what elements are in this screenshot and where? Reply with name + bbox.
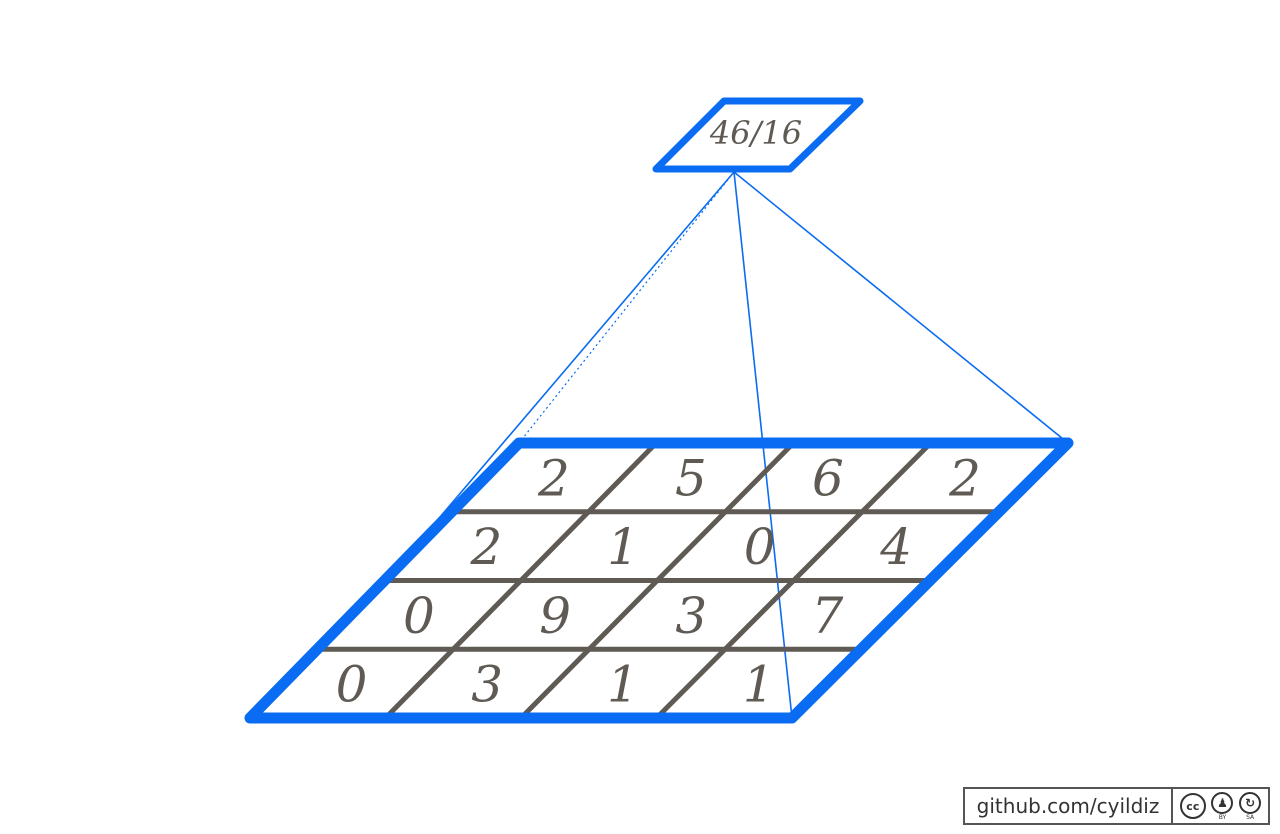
grid-cell-value: 0	[336, 656, 368, 714]
credit-url[interactable]: github.com/cyildiz	[965, 789, 1173, 823]
grid-column-line	[383, 441, 659, 720]
grid-cell-value: 3	[471, 656, 503, 714]
cc-icon: cc	[1179, 793, 1206, 819]
grid-cell-value: 2	[470, 518, 503, 576]
grid-cell-value: 1	[743, 656, 775, 714]
grid-cell-value: 6	[812, 449, 844, 507]
grid-cell-value: 1	[607, 656, 639, 714]
grid-column-line	[519, 441, 796, 720]
sa-icon: ↻ SA	[1239, 791, 1262, 821]
license-icons: cc ♟ BY ↻ SA	[1173, 789, 1268, 823]
grid-lines	[317, 441, 999, 720]
by-icon: ♟ BY	[1211, 791, 1234, 821]
grid-cell-value: 0	[744, 518, 776, 576]
projection-line	[416, 171, 735, 545]
grid-cell-value: 7	[812, 587, 844, 645]
grid-column-line	[654, 441, 933, 720]
result-box	[652, 97, 864, 173]
grid-cell-value: 0	[403, 587, 435, 645]
projection-line	[733, 171, 1069, 444]
grid-border	[244, 437, 1074, 724]
result-cell: 46/16	[652, 97, 864, 173]
grid-cell-value: 2	[537, 449, 570, 507]
result-value: 46/16	[709, 114, 802, 152]
credit-badge: github.com/cyildiz cc ♟ BY ↻ SA	[963, 787, 1270, 825]
grid-cell-value: 4	[879, 518, 912, 576]
grid-cell-value: 2	[948, 449, 981, 507]
grid-cell-value: 3	[675, 587, 707, 645]
grid-cell-value: 9	[539, 587, 571, 645]
grid-cell-value: 5	[675, 449, 707, 507]
grid-cell-value: 1	[607, 518, 639, 576]
projection-line-hidden	[518, 171, 735, 444]
